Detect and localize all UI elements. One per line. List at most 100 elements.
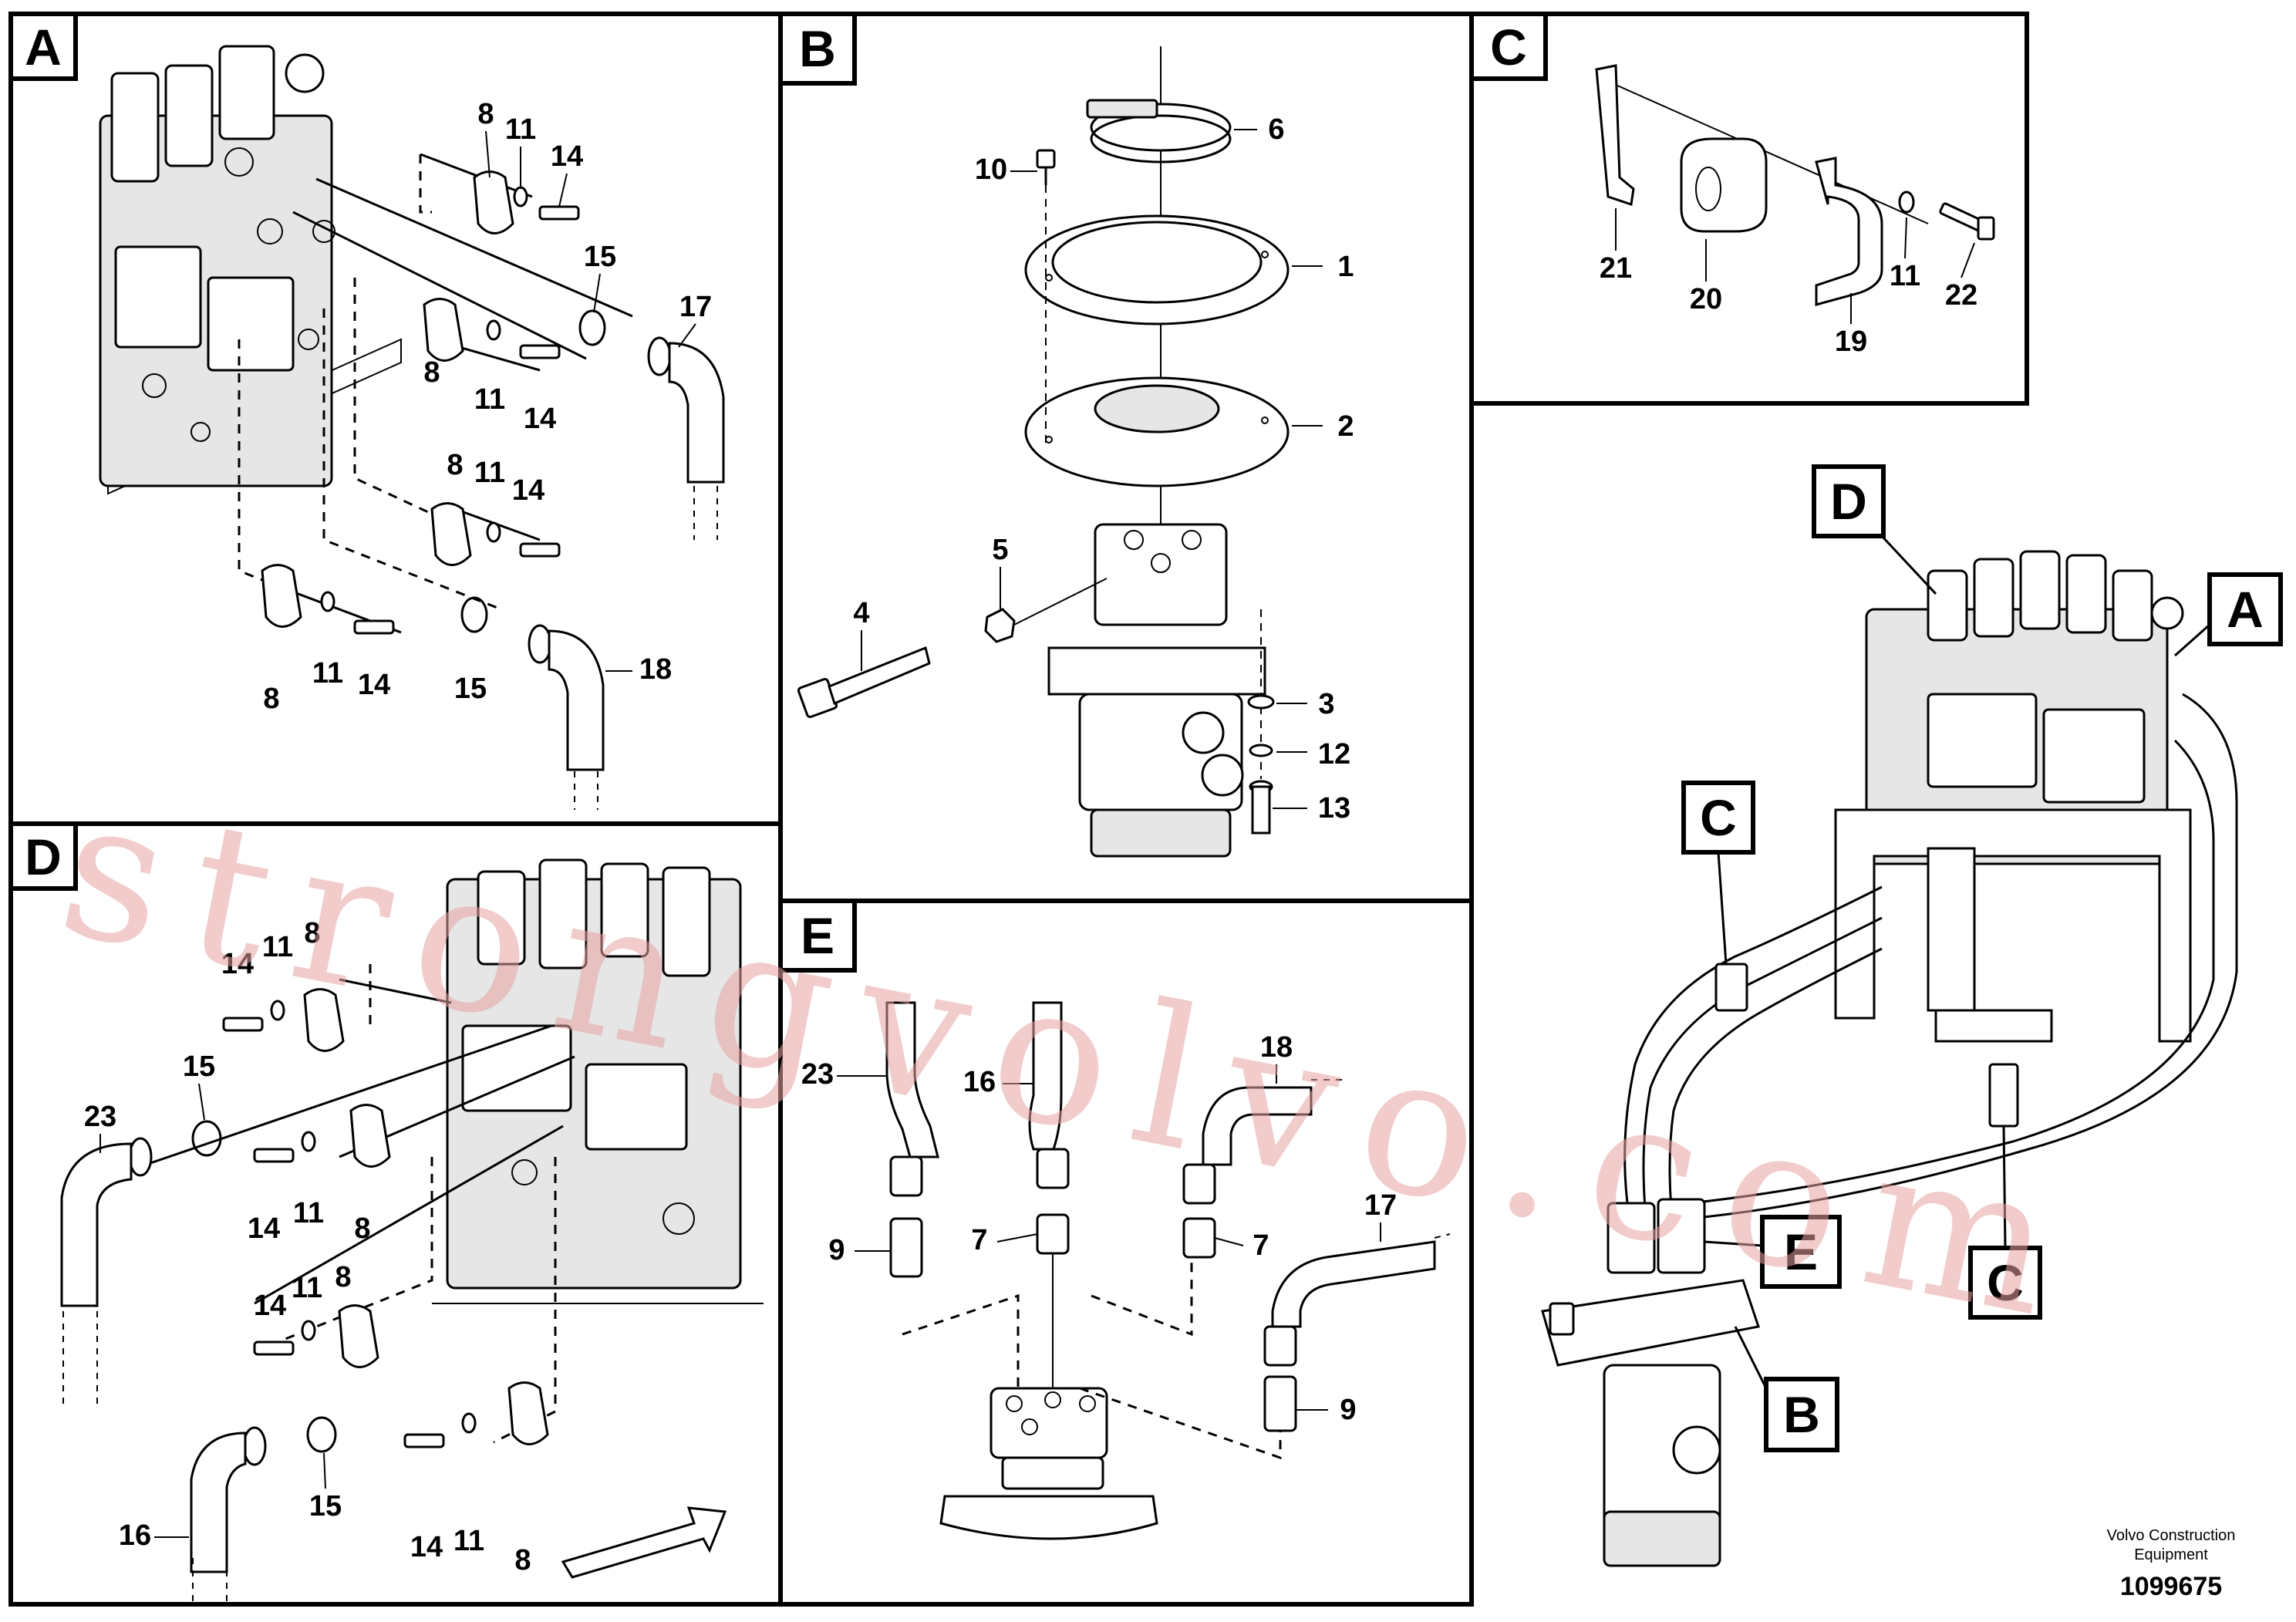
clamp-set-d3 [253, 1304, 379, 1368]
callout-b-6: 6 [1268, 113, 1284, 146]
washer-11-c [1898, 191, 1915, 214]
hose-clamp-6 [1086, 99, 1232, 164]
callout-a-15-top: 15 [584, 241, 616, 273]
callout-e-18: 18 [1260, 1031, 1293, 1064]
clamp-set-a3 [430, 502, 561, 566]
callout-b-3: 3 [1318, 688, 1334, 720]
callout-b-1: 1 [1337, 251, 1354, 283]
clamp-set-d1 [222, 988, 345, 1052]
direction-arrow [561, 1506, 727, 1579]
panel-tag-b: B [778, 12, 857, 86]
callout-d-11-mid: 11 [293, 1197, 324, 1229]
o-ring-d2 [306, 1416, 337, 1453]
overview-stand [1834, 808, 2192, 1043]
swivel-joint [1047, 523, 1266, 858]
panel-d-drawing: 14 11 8 15 23 14 11 8 14 11 8 14 11 8 15… [60, 858, 764, 1604]
callout-c-20: 20 [1690, 283, 1722, 315]
callout-b-13: 13 [1318, 792, 1350, 824]
callout-a-8-lower: 8 [447, 449, 463, 481]
svg-text:D: D [25, 828, 62, 885]
panel-e-drawing: 23 16 18 9 7 7 17 9 [801, 1001, 1451, 1540]
hose-16-e [1028, 1001, 1070, 1255]
overview-drawing: D A C E C B [1541, 464, 2283, 1567]
callout-a-11-mid: 11 [474, 383, 505, 416]
callout-e-9-right: 9 [1340, 1394, 1356, 1426]
footer-company-line1: Volvo Construction [2107, 1527, 2236, 1544]
overview-tag-c-lower: C [1968, 1125, 2042, 1320]
callout-d-14-lower: 14 [254, 1290, 286, 1322]
overview-tag-a: A [2174, 572, 2283, 657]
callout-d-16: 16 [119, 1519, 151, 1552]
callout-d-14-top: 14 [221, 948, 254, 980]
callout-d-8-lower: 8 [335, 1261, 351, 1293]
panel-a-drawing: 8 11 14 15 17 8 11 14 8 11 14 8 11 14 15… [99, 45, 725, 810]
clamp-set-a4 [261, 564, 395, 635]
callout-c-22: 22 [1945, 279, 1977, 312]
hose-23-e [885, 1001, 939, 1278]
callout-d-8-mid: 8 [354, 1212, 370, 1245]
hose-18-e [1182, 1086, 1313, 1259]
callout-e-23: 23 [801, 1058, 834, 1091]
gasket-1 [1024, 214, 1290, 325]
callout-d-8-bottom: 8 [514, 1544, 531, 1576]
bolt-13 [1249, 780, 1273, 835]
callout-a-8-top: 8 [477, 98, 494, 130]
callout-c-11: 11 [1890, 260, 1920, 292]
callout-a-15-bottom: 15 [454, 673, 487, 705]
hose-18 [528, 624, 605, 810]
callout-d-23: 23 [84, 1101, 116, 1133]
bolt-4 [797, 646, 931, 719]
panel-e-frame [778, 899, 1474, 1607]
callout-a-14-mid: 14 [524, 403, 556, 435]
callout-d-11-bottom: 11 [453, 1525, 484, 1557]
callout-a-14-top: 14 [551, 140, 583, 173]
callout-b-5: 5 [992, 534, 1008, 566]
hose-17-e [1263, 1240, 1436, 1432]
nut-5 [984, 608, 1016, 643]
callout-b-4: 4 [853, 597, 869, 629]
callout-d-14-mid: 14 [248, 1212, 280, 1245]
callout-c-21: 21 [1600, 252, 1632, 285]
svg-text:D: D [1830, 473, 1867, 530]
hose-23 [60, 1137, 153, 1404]
callout-a-8-bottom: 8 [263, 683, 279, 715]
overview-swivel [1541, 1198, 1760, 1567]
svg-text:B: B [799, 20, 836, 77]
footer-company-line2: Equipment [2134, 1546, 2208, 1563]
svg-text:C: C [1490, 19, 1527, 76]
callout-a-11-bottom: 11 [312, 657, 343, 690]
bracket-21 [1595, 64, 1635, 206]
panel-tag-e: E [778, 899, 857, 973]
rubber-mount-20 [1680, 137, 1768, 233]
callout-e-9-left: 9 [828, 1234, 845, 1266]
clamp-set-d4 [403, 1381, 549, 1448]
svg-text:C: C [1700, 789, 1737, 846]
callout-b-12: 12 [1318, 738, 1350, 771]
callout-a-8-mid: 8 [423, 356, 440, 389]
panel-c-frame [1469, 12, 2029, 406]
o-ring-a1 [578, 309, 606, 346]
callout-d-15-bottom: 15 [309, 1490, 342, 1523]
callout-d-11-top: 11 [262, 931, 293, 963]
control-valve-block-d [432, 858, 764, 1304]
hose-17 [647, 336, 725, 540]
callout-a-14-bottom: 14 [358, 669, 390, 701]
callout-a-17: 17 [679, 291, 712, 323]
callout-a-11-lower: 11 [474, 457, 505, 489]
callout-b-2: 2 [1337, 410, 1354, 443]
panel-tag-a: A [8, 12, 78, 81]
overview-tag-b: B [1734, 1326, 1839, 1452]
document-number: 1099675 [2120, 1572, 2222, 1601]
panel-b-drawing: 6 10 1 2 5 4 3 12 13 [797, 46, 1354, 858]
callout-e-7-left: 7 [971, 1224, 987, 1256]
o-ring-d1 [191, 1120, 222, 1157]
overview-tag-c-upper: C [1681, 781, 1755, 965]
callout-a-11-top: 11 [505, 113, 536, 146]
callout-c-19: 19 [1835, 325, 1867, 358]
callout-e-17: 17 [1364, 1189, 1397, 1222]
bolt-22 [1939, 202, 1995, 241]
callout-d-11-lower: 11 [292, 1272, 322, 1304]
overview-valve-block [1865, 550, 2184, 865]
svg-text:A: A [2227, 581, 2264, 638]
